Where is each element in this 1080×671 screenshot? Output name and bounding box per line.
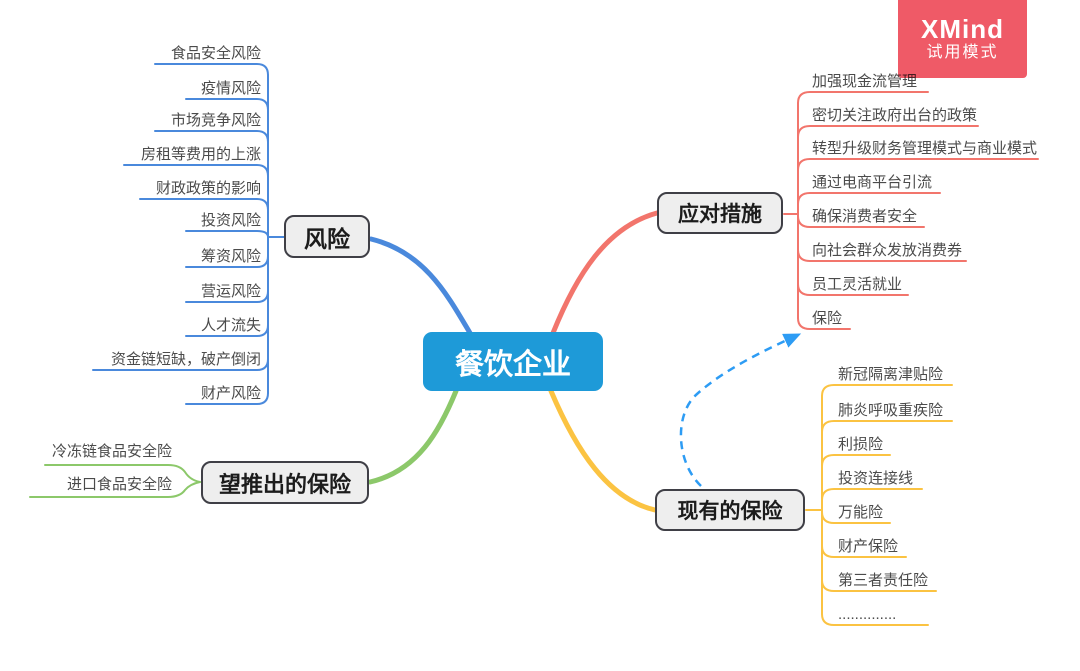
topic-desired-child-2[interactable]: 进口食品安全险 <box>66 476 172 493</box>
existing-underline-3 <box>821 454 891 467</box>
topic-existing-child-5[interactable]: 万能险 <box>838 504 884 521</box>
topic-existing-child-3[interactable]: 利损险 <box>838 436 884 453</box>
branch-curve-measures <box>550 210 660 336</box>
measures-underline-5 <box>797 215 925 228</box>
existing-underline-4 <box>821 488 923 501</box>
topic-risk-child-6[interactable]: 投资风险 <box>200 212 261 229</box>
existing-branch-lines <box>805 384 953 626</box>
topic-measures-child-3[interactable]: 转型升级财务管理模式与商业模式 <box>812 140 1038 157</box>
risk-underline-4 <box>123 164 269 177</box>
risk-underline-10 <box>92 358 269 371</box>
topic-existing-child-7[interactable]: 第三者责任险 <box>838 572 929 589</box>
risk-underline-2 <box>185 98 269 111</box>
branch-curve-desired <box>367 388 459 485</box>
risk-underline-8 <box>185 290 269 303</box>
risk-underline-7 <box>185 255 269 268</box>
measures-underline-1 <box>797 91 929 104</box>
topic-existing-child-1[interactable]: 新冠隔离津贴险 <box>838 366 944 383</box>
measures-underline-4 <box>797 192 941 205</box>
branch-node-existing[interactable]: 现有的保险 <box>655 489 805 531</box>
topic-risk-child-5[interactable]: 财政政策的影响 <box>155 180 261 197</box>
measures-underline-6 <box>797 249 967 262</box>
risk-underline-11 <box>185 392 269 405</box>
desired-underline-1 <box>44 464 201 483</box>
topic-desired-child-1[interactable]: 冷冻链食品安全险 <box>51 443 172 460</box>
existing-underline-6 <box>821 545 907 558</box>
measures-branch-lines <box>783 91 1039 330</box>
topic-existing-child-8[interactable]: .............. <box>838 606 897 623</box>
root-topic[interactable]: 餐饮企业 <box>423 332 603 391</box>
existing-underline-8 <box>821 613 929 626</box>
topic-measures-child-1[interactable]: 加强现金流管理 <box>812 73 918 90</box>
branch-node-measures[interactable]: 应对措施 <box>657 192 783 234</box>
topic-existing-child-6[interactable]: 财产保险 <box>838 538 899 555</box>
existing-underline-1 <box>821 384 953 397</box>
topic-risk-child-10[interactable]: 资金链短缺，破产倒闭 <box>110 351 261 368</box>
relationship-arrow[interactable] <box>679 332 802 487</box>
existing-underline-5 <box>821 511 891 524</box>
topic-measures-child-6[interactable]: 向社会群众发放消费券 <box>812 242 963 259</box>
xmind-trial-watermark[interactable]: XMind 试用模式 <box>898 0 1027 78</box>
measures-underline-2 <box>797 125 979 138</box>
topic-measures-child-2[interactable]: 密切关注政府出台的政策 <box>812 107 978 124</box>
topic-measures-child-7[interactable]: 员工灵活就业 <box>812 276 903 293</box>
risk-branch-lines <box>92 63 286 405</box>
risk-underline-5 <box>139 198 269 211</box>
risk-underline-6 <box>185 230 269 238</box>
topic-risk-child-1[interactable]: 食品安全风险 <box>170 45 261 62</box>
xmind-logo-text: XMind <box>921 14 1004 44</box>
existing-underline-7 <box>821 579 937 592</box>
risk-underline-1 <box>154 63 269 76</box>
topic-risk-child-8[interactable]: 营运风险 <box>200 283 261 300</box>
trial-mode-label: 试用模式 <box>926 44 999 61</box>
existing-underline-2 <box>821 420 953 433</box>
topic-risk-child-9[interactable]: 人才流失 <box>200 317 261 334</box>
risk-underline-3 <box>154 130 269 143</box>
topic-risk-child-3[interactable]: 市场竞争风险 <box>170 112 261 129</box>
risk-underline-9 <box>185 324 269 337</box>
measures-underline-3 <box>797 158 1039 171</box>
topic-existing-child-4[interactable]: 投资连接线 <box>838 470 914 487</box>
branch-curve-risk <box>368 236 473 336</box>
branch-node-desired[interactable]: 望推出的保险 <box>201 461 369 504</box>
topic-risk-child-7[interactable]: 筹资风险 <box>200 248 261 265</box>
desired-underline-2 <box>29 481 201 498</box>
topic-existing-child-2[interactable]: 肺炎呼吸重疾险 <box>838 402 944 419</box>
desired-branch-lines <box>29 464 201 498</box>
topic-measures-child-8[interactable]: 保险 <box>812 310 843 327</box>
topic-risk-child-4[interactable]: 房租等费用的上涨 <box>140 146 261 163</box>
topic-risk-child-2[interactable]: 疫情风险 <box>200 80 261 97</box>
branch-curve-existing <box>548 388 658 513</box>
topic-risk-child-11[interactable]: 财产风险 <box>200 385 261 402</box>
branch-node-risk[interactable]: 风险 <box>284 215 370 258</box>
topic-measures-child-5[interactable]: 确保消费者安全 <box>812 208 918 225</box>
topic-measures-child-4[interactable]: 通过电商平台引流 <box>812 174 933 191</box>
measures-underline-7 <box>797 283 909 296</box>
measures-underline-8 <box>797 317 851 330</box>
